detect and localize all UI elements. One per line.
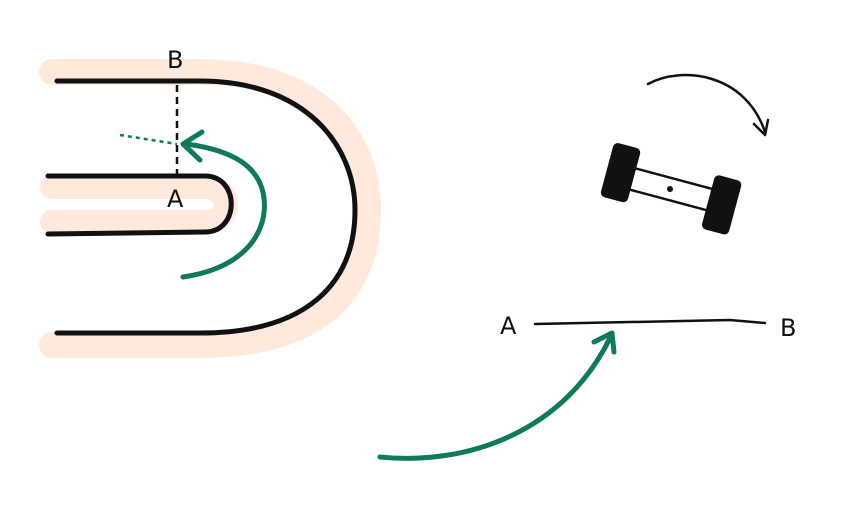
green-curved-arrow xyxy=(180,141,267,280)
inner-track-boundary xyxy=(45,173,234,237)
rotation-arrowhead-icon xyxy=(752,118,770,137)
point-a-label: A xyxy=(167,185,184,213)
green-dotted-line xyxy=(119,133,178,146)
green-curved-arrow-right xyxy=(377,335,613,461)
outer-track-edge xyxy=(39,59,381,358)
left-wheel-icon xyxy=(600,143,641,203)
green-arrowhead-icon xyxy=(180,129,205,163)
left-track-diagram: B A xyxy=(39,46,381,358)
inner-track-edge xyxy=(40,175,238,234)
green-arrowhead-right-icon xyxy=(591,330,617,355)
axle-icon xyxy=(600,143,742,235)
right-wheel-icon xyxy=(701,175,742,235)
axle-center-dot xyxy=(667,186,673,192)
a-to-b-line xyxy=(533,318,767,326)
rotation-arrow xyxy=(646,73,767,134)
outer-track-boundary xyxy=(54,78,358,336)
right-axle-diagram: A B xyxy=(377,73,796,461)
point-b-label: B xyxy=(167,46,183,74)
line-point-b-label: B xyxy=(780,314,796,342)
line-point-a-label: A xyxy=(500,312,517,340)
